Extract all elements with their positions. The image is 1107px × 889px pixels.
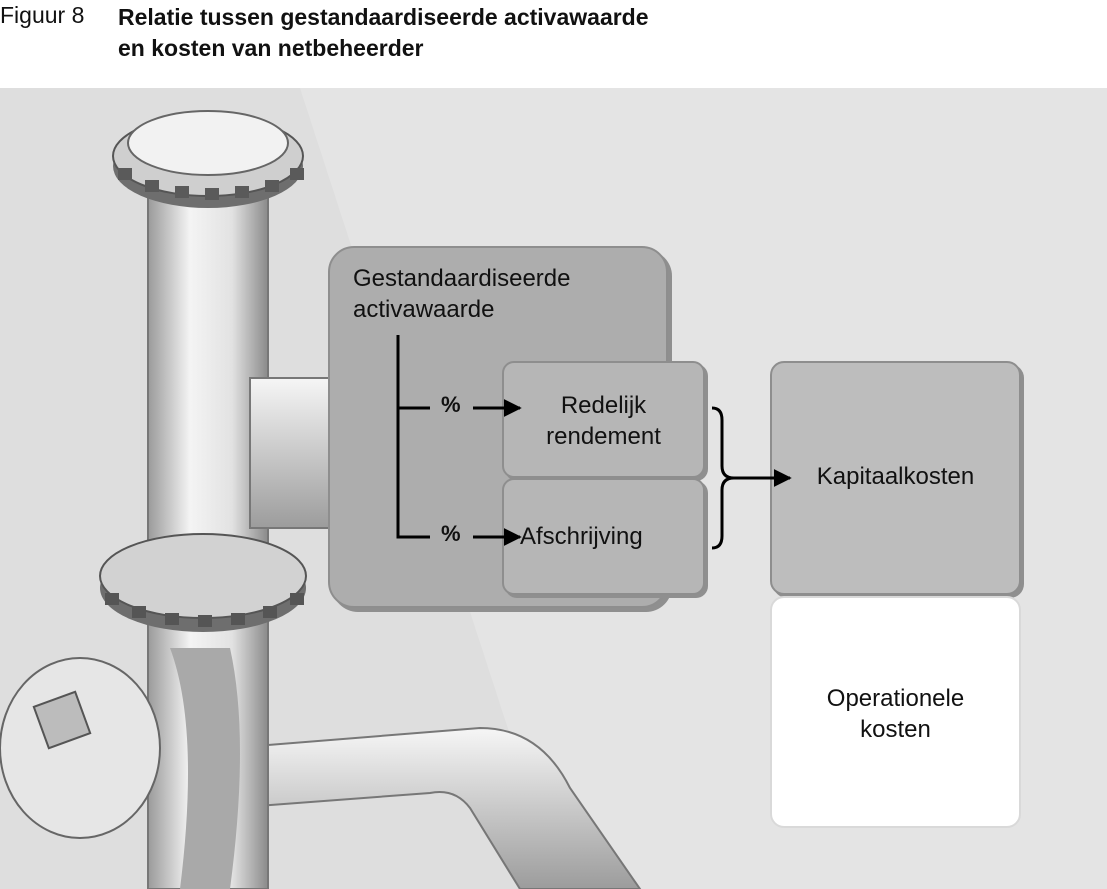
figure-title-line-2: en kosten van netbeheerder — [118, 35, 424, 61]
label-afschrijving: Afschrijving — [520, 523, 643, 550]
diagram-scene: Gestandaardiseerde activawaarde Redelijk… — [0, 88, 1107, 889]
ok-line-2: kosten — [860, 716, 931, 743]
label-operationele-kosten: Operationele kosten — [770, 683, 1021, 745]
percent-label-rendement: % — [441, 392, 461, 417]
box-redelijk-rendement — [502, 361, 705, 478]
box-operationele-kosten — [770, 596, 1021, 828]
gsa-line-1: Gestandaardiseerde — [353, 265, 571, 292]
box-kapitaalkosten — [770, 361, 1021, 595]
figure-title: Relatie tussen gestandaardiseerde activa… — [118, 2, 818, 64]
label-gestandaardiseerde-activawaarde: Gestandaardiseerde activawaarde — [353, 263, 570, 325]
connector-lines — [396, 335, 792, 550]
figure-title-line-1: Relatie tussen gestandaardiseerde activa… — [118, 4, 649, 30]
label-redelijk-rendement: Redelijk rendement — [502, 390, 705, 452]
percent-label-afschrijving: % — [441, 521, 461, 546]
branch-line — [396, 335, 430, 539]
box-afschrijving — [502, 478, 705, 595]
curly-brace — [711, 406, 735, 550]
figure-caption: Figuur 8 Relatie tussen gestandaardiseer… — [0, 0, 1107, 88]
figure-number: Figuur 8 — [0, 2, 85, 28]
label-kapitaalkosten: Kapitaalkosten — [816, 463, 975, 490]
gsa-line-2: activawaarde — [353, 296, 495, 323]
rr-line-1: Redelijk — [560, 392, 647, 419]
ok-line-1: Operationele — [826, 685, 965, 712]
rr-line-2: rendement — [546, 423, 661, 450]
